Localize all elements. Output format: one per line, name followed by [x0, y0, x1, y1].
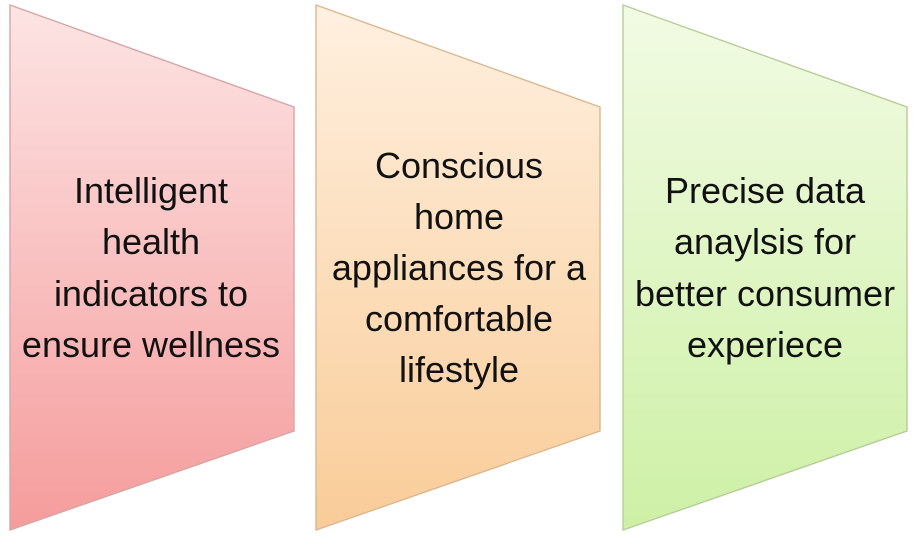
panel-text-2: Conscious home appliances for a comforta… [331, 144, 587, 391]
panel-shape-1 [9, 4, 295, 531]
panel-shape-3 [622, 4, 908, 531]
panel-text-3: Precise data anaylsis for better consume… [634, 170, 896, 365]
panel-shape-2 [315, 4, 601, 531]
panel-text-1: Intelligent health indicators to ensure … [21, 170, 281, 365]
